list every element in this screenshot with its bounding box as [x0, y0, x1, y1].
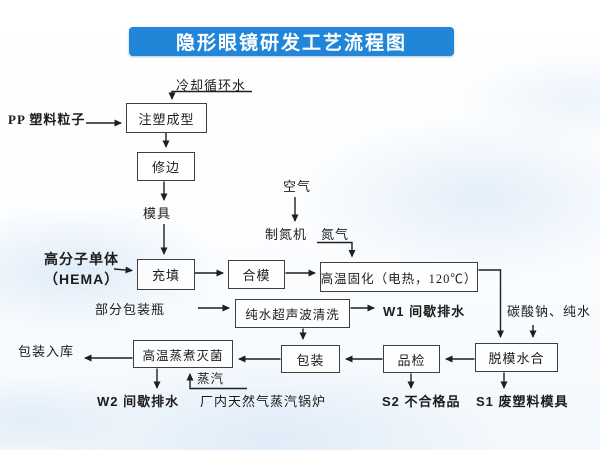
label-s2-rejects: S2 不合格品	[382, 394, 461, 409]
label-warehouse: 包装入库	[18, 344, 75, 359]
label-w1-drain: W1 间歇排水	[383, 304, 466, 319]
node-demold-hydration: 脱模水合	[475, 343, 558, 372]
node-trim: 修边	[137, 152, 195, 181]
label-nitrogen-generator: 制氮机	[265, 227, 308, 242]
label-gas-boiler: 厂内天然气蒸汽锅炉	[200, 394, 327, 409]
node-ultrasonic-cleaning: 纯水超声波清洗	[235, 299, 350, 328]
label-steam: 蒸汽	[197, 372, 225, 386]
node-fill: 充填	[137, 259, 195, 290]
node-packaging: 包装	[281, 345, 340, 373]
label-s1-waste-molds: S1 废塑料模具	[476, 394, 569, 409]
label-air: 空气	[283, 179, 312, 194]
label-w2-drain: W2 间歇排水	[97, 394, 180, 409]
label-cooling-water: 冷却循环水	[176, 78, 247, 93]
label-partial-bottles: 部分包装瓶	[95, 302, 166, 317]
label-nitrogen: 氮气	[321, 227, 350, 242]
node-injection-molding: 注塑成型	[126, 103, 207, 133]
node-close-mold: 合模	[228, 260, 285, 289]
node-inspection: 品检	[383, 345, 440, 373]
page-title: 隐形眼镜研发工艺流程图	[129, 27, 454, 56]
node-curing: 高温固化（电热，120℃）	[320, 262, 478, 292]
label-monomer-hema: （HEMA）	[44, 271, 120, 287]
label-soda-pure-water: 碳酸钠、纯水	[507, 304, 592, 319]
label-pp-pellets: PP 塑料粒子	[8, 112, 86, 127]
node-sterilization: 高温蒸煮灭菌	[133, 340, 233, 368]
label-mold: 模具	[143, 206, 172, 221]
label-monomer: 高分子单体	[44, 251, 119, 267]
